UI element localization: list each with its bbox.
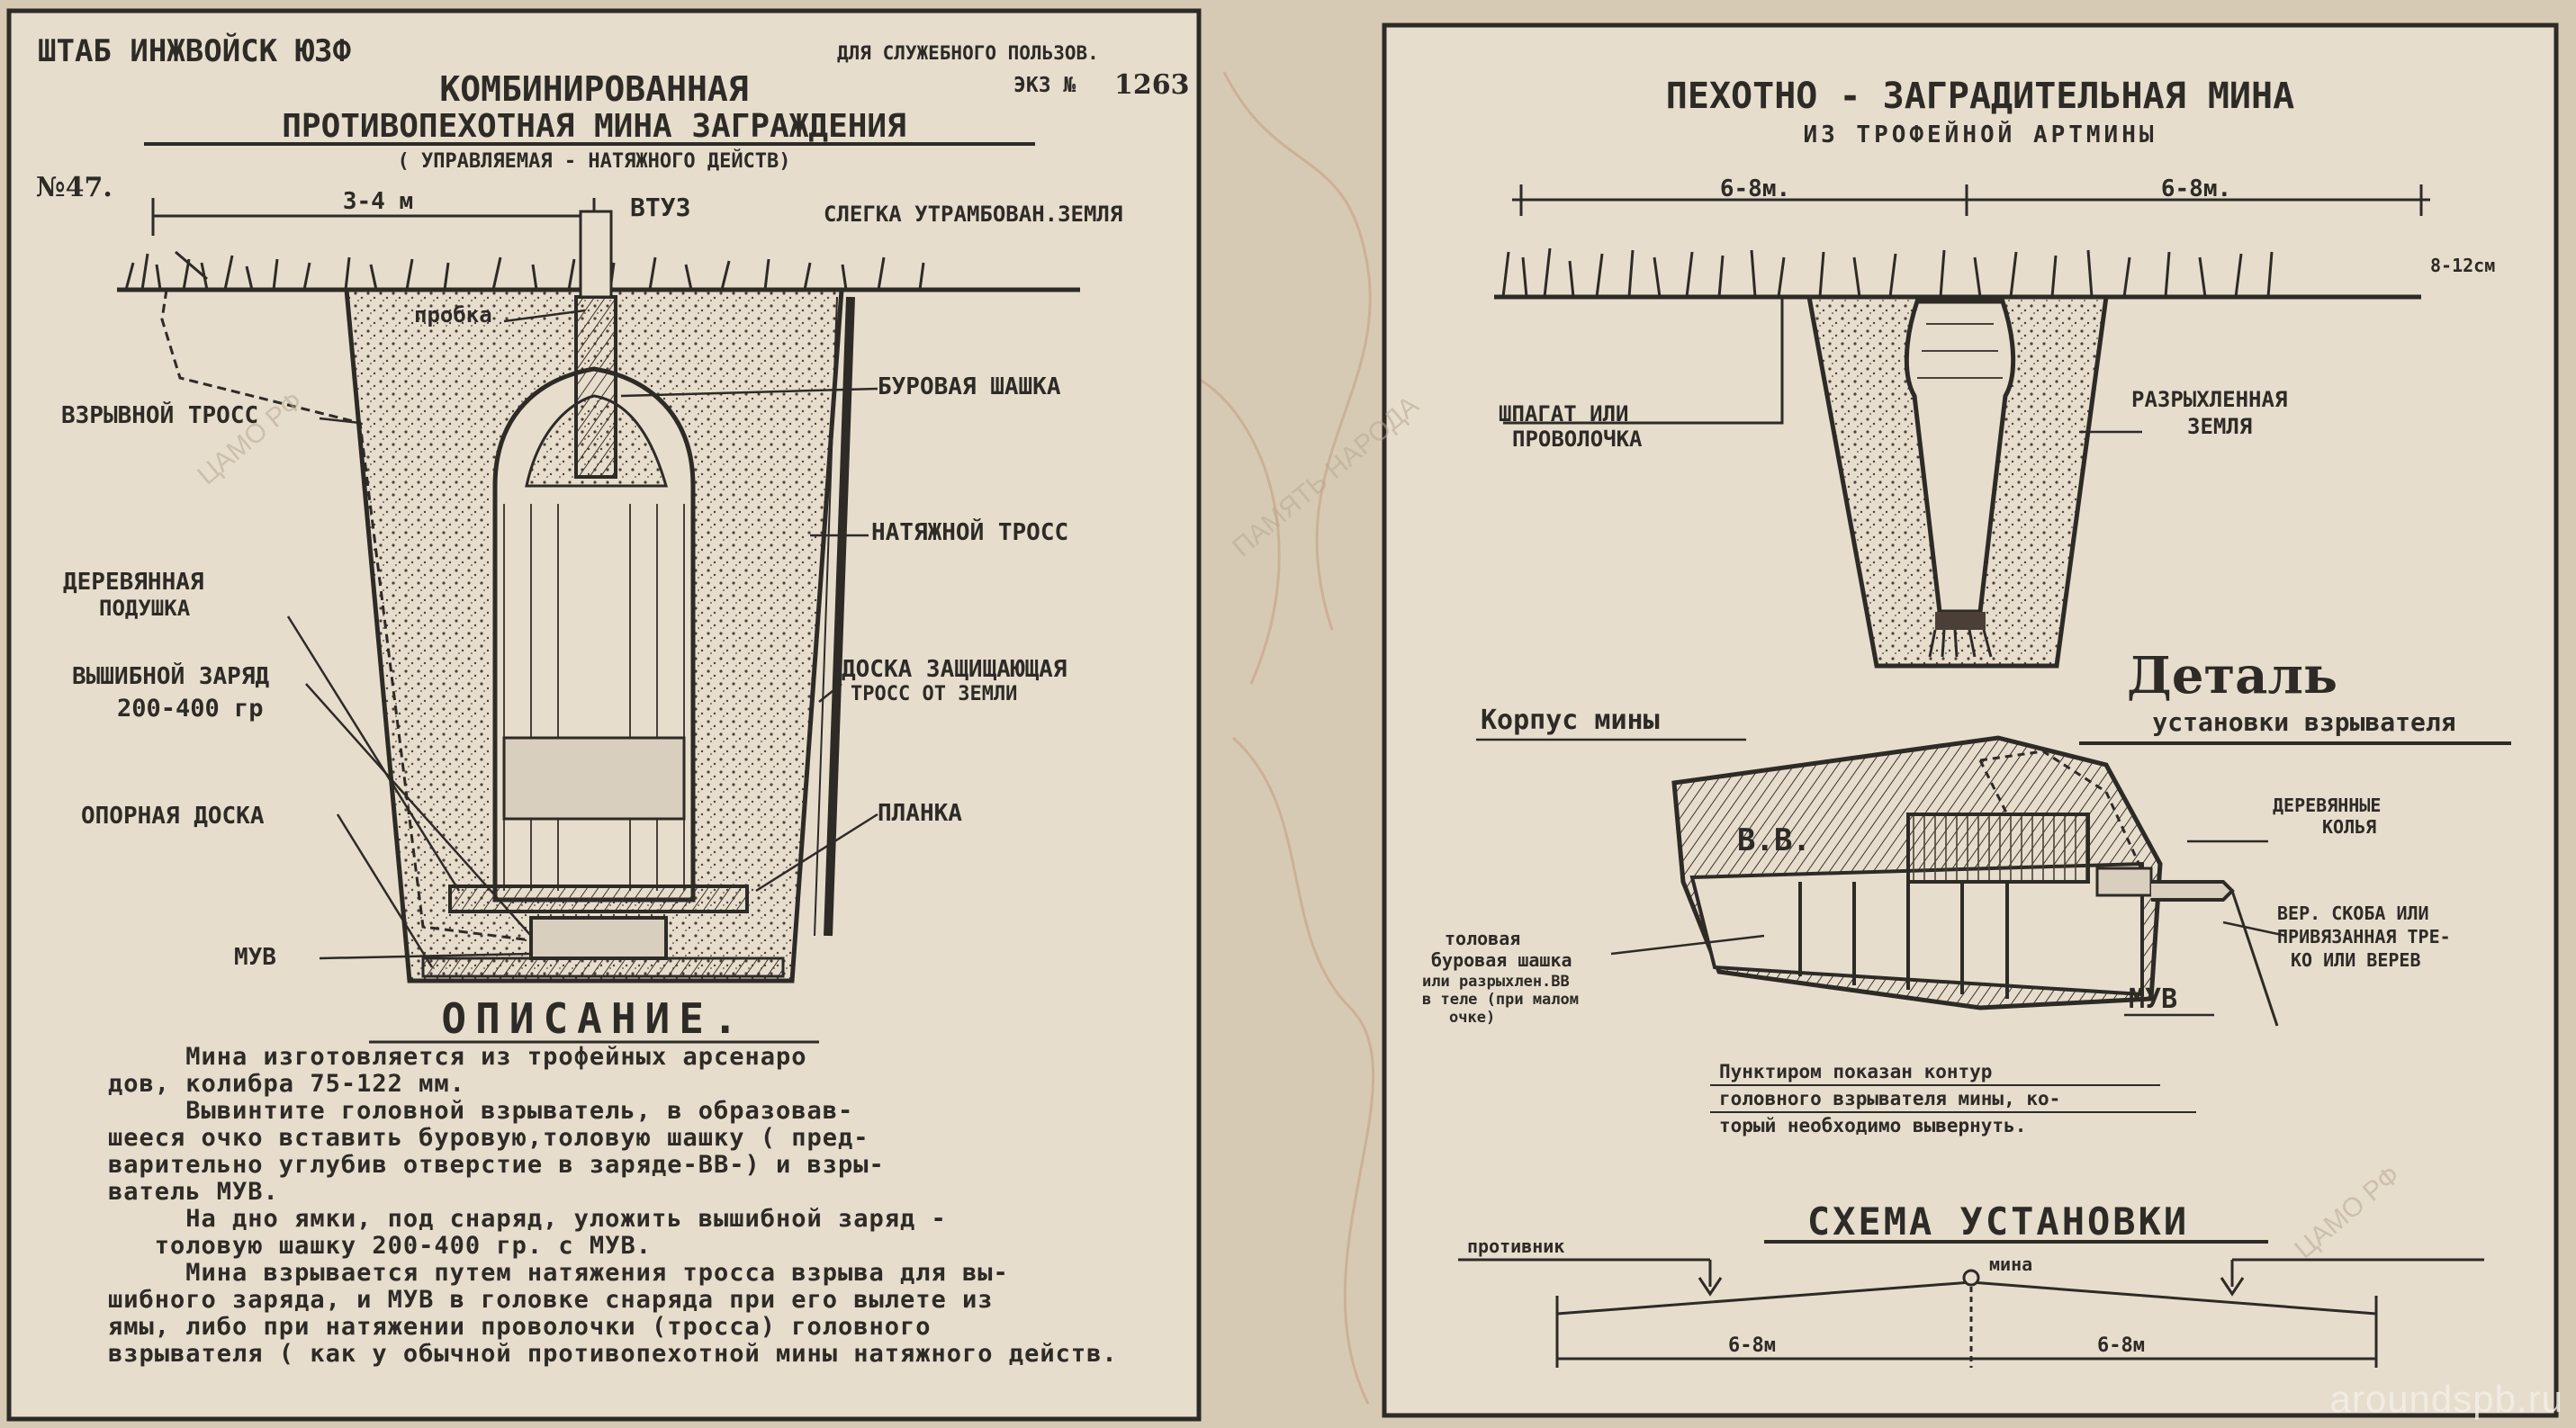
- drill-charge-block: [574, 295, 617, 479]
- wire-leader: [1503, 297, 1784, 425]
- tol-label: толовая: [1445, 928, 1520, 949]
- protect-board-label: ДОСКА ЗАЩИЩАЮЩАЯ: [842, 656, 1067, 683]
- leader-lines: [286, 309, 878, 968]
- enemy-label: противник: [1467, 1235, 1564, 1257]
- loose-earth-label-2: ЗЕМЛЯ: [2187, 414, 2252, 439]
- right-sheet: ПЕХОТНО - ЗАГРАДИТЕЛЬНАЯ МИНА ИЗ ТРОФЕЙН…: [1382, 22, 2559, 1418]
- tol-label-3: или разрыхлен.ВВ: [1422, 973, 1570, 991]
- description-line: Мина взрывается путем натяжения тросса в…: [108, 1259, 1009, 1287]
- description-line: взрывателя ( как у обычной противопехотн…: [108, 1340, 1118, 1368]
- cord-label-3: КО ИЛИ ВЕРЕВ: [2291, 949, 2421, 971]
- art-mine: [1904, 299, 2016, 658]
- depth-label: 8-12см: [2430, 255, 2495, 276]
- sheet-number: №47.: [36, 172, 113, 203]
- muv-label-right: МУВ: [2129, 983, 2177, 1015]
- fuze-detail-drawing: [1671, 735, 2287, 1027]
- copy-label: ЭКЗ №: [1013, 74, 1076, 97]
- dim-right-label: 6-8м.: [2161, 175, 2231, 202]
- dim-3-4-label: 3-4 м: [343, 188, 413, 215]
- description-line: шееся очко вставить буровую,толовую шашк…: [108, 1124, 869, 1152]
- vv-label: В.В.: [1737, 822, 1811, 858]
- probka-label: пробка: [414, 302, 492, 328]
- loose-earth-label: РАЗРЫХЛЕННАЯ: [2131, 387, 2287, 412]
- vtuz-label: ВТУЗ: [630, 193, 690, 222]
- artillery-shell: [492, 210, 696, 903]
- drill-charge-label: БУРОВАЯ ШАШКА: [878, 373, 1061, 400]
- right-sheet-border: [1382, 22, 2559, 1418]
- left-title-line1: КОМБИНИРОВАННАЯ: [439, 69, 748, 109]
- detail-subtitle: установки взрывателя: [2152, 707, 2455, 737]
- tol-label-2: буровая шашка: [1431, 949, 1572, 971]
- note-line2: головного взрывателя мины, ко-: [1719, 1088, 2060, 1109]
- tension-cable-label: НАТЯЖНОЙ ТРОСС: [871, 517, 1068, 546]
- wire-label-2: ПРОВОЛОЧКА: [1512, 427, 1643, 452]
- description-text: Мина изготовляется из трофейных арсенаро…: [108, 1044, 1179, 1368]
- note-line3: торый необходимо вывернуть.: [1719, 1115, 2026, 1136]
- description-title: ОПИСАНИЕ.: [441, 994, 746, 1043]
- left-sheet: ШТАБ ИНЖВОЙСК ЮЗФ ДЛЯ СЛУЖЕБНОГО ПОЛЬЗОВ…: [6, 8, 1202, 1422]
- note-line1: Пунктиром показан контур: [1719, 1061, 1992, 1082]
- mine-body-label: Корпус мины: [1481, 705, 1660, 736]
- cable-label: ВЗРЫВНОЙ ТРОСС: [61, 400, 258, 429]
- description-line: Мина изготовляется из трофейных арсенаро: [108, 1043, 807, 1071]
- classification-mark: ДЛЯ СЛУЖЕБНОГО ПОЛЬЗОВ.: [837, 42, 1099, 64]
- right-subtitle: ИЗ ТРОФЕЙНОЙ АРТМИНЫ: [1803, 120, 2157, 148]
- protecting-board: [824, 296, 855, 937]
- description-line: шибного заряда, и МУВ в головке снаряда …: [108, 1286, 994, 1314]
- wood-cushion: [448, 885, 749, 913]
- mine-label: мина: [1989, 1253, 2032, 1275]
- description-line: толовую шашку 200-400 гр. с МУВ.: [108, 1232, 652, 1260]
- description-line: дов, колибра 75-122 мм.: [108, 1070, 465, 1098]
- left-subtitle: ( УПРАВЛЯЕМАЯ - НАТЯЖНОГО ДЕЙСТВ): [397, 149, 790, 173]
- description-line: На дно ямки, под снаряд, уложить вышибно…: [108, 1205, 947, 1233]
- expel-charge-box: [529, 916, 668, 960]
- muv-label-left: МУВ: [234, 944, 276, 971]
- tol-label-4: в теле (при малом: [1422, 991, 1579, 1009]
- ground-label: СЛЕГКА УТРАМБОВАН.ЗЕМЛЯ: [824, 202, 1122, 227]
- support-board-label: ОПОРНАЯ ДОСКА: [81, 803, 265, 830]
- dist-left-label: 6-8м: [1728, 1334, 1776, 1357]
- peg-label: ПЛАНКА: [878, 800, 962, 827]
- wood-cushion-label: ДЕРЕВЯННАЯ: [63, 569, 204, 596]
- wood-cushion-label-2: ПОДУШКА: [99, 596, 191, 621]
- site-watermark: aroundspb.ru: [2329, 1378, 2563, 1420]
- fuze-vtuz: [579, 210, 613, 299]
- description-line: варительно углубив отверстие в заряде-ВВ…: [108, 1151, 885, 1179]
- mine-marker: [1962, 1269, 1980, 1287]
- protect-board-label-2: ТРОСС ОТ ЗЕМЛИ: [851, 683, 1017, 705]
- right-dimensions: [1512, 184, 2430, 216]
- copy-number: 1263: [1114, 69, 1190, 101]
- expel-charge-label: ВЫШИБНОЙ ЗАРЯД: [72, 661, 269, 690]
- pins-label: ДЕРЕВЯННЫЕ: [2273, 795, 2381, 816]
- wire-label: ШПАГАТ ИЛИ: [1499, 401, 1629, 427]
- detail-title: Деталь: [2127, 646, 2337, 705]
- dim-left-label: 6-8м.: [1720, 175, 1790, 202]
- dist-right-label: 6-8м: [2097, 1334, 2145, 1357]
- cord-label: ВЕР. СКОБА ИЛИ: [2277, 903, 2429, 924]
- pins-label-2: КОЛЬЯ: [2322, 816, 2376, 838]
- left-header: ШТАБ ИНЖВОЙСК ЮЗФ: [38, 32, 352, 69]
- tol-label-5: очке): [1449, 1009, 1495, 1027]
- description-line: Вывинтите головной взрыватель, в образов…: [108, 1097, 854, 1125]
- description-line: ватель МУВ.: [108, 1178, 279, 1206]
- right-title: ПЕХОТНО - ЗАГРАДИТЕЛЬНАЯ МИНА: [1666, 76, 2294, 117]
- scheme-title: СХЕМА УСТАНОВКИ: [1807, 1199, 2189, 1244]
- support-board: [421, 956, 785, 978]
- cord-label-2: ПРИВЯЗАННАЯ ТРЕ-: [2277, 926, 2451, 948]
- left-title-line2: ПРОТИВОПЕХОТНАЯ МИНА ЗАГРАЖДЕНИЯ: [282, 108, 906, 145]
- description-line: ямы, либо при натяжении проволочки (трос…: [108, 1313, 932, 1341]
- expel-charge-amount: 200-400 гр: [117, 695, 264, 723]
